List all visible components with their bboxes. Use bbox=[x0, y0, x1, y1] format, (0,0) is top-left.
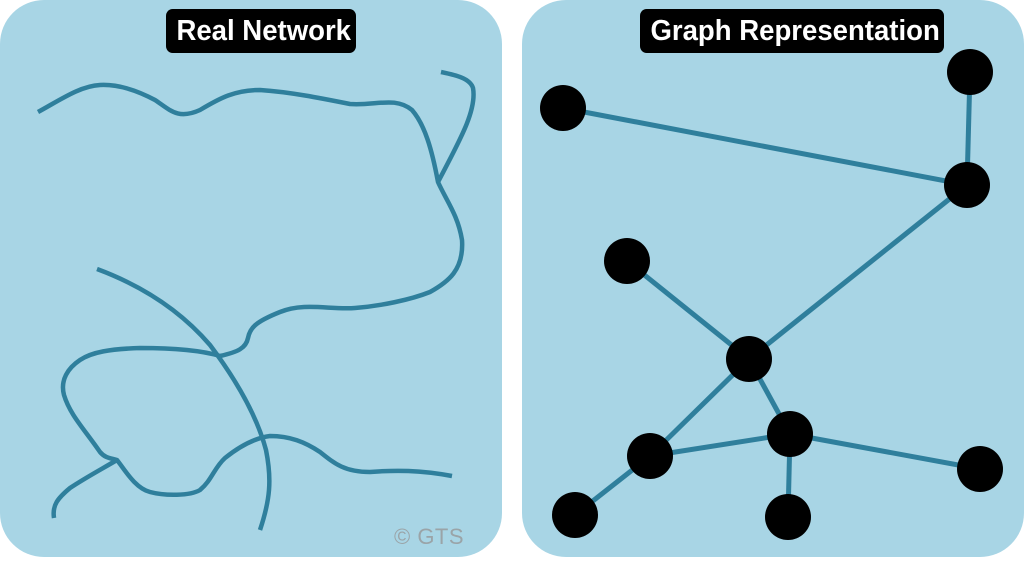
graph-node bbox=[947, 49, 993, 95]
graph-edges bbox=[562, 71, 981, 518]
graph-node bbox=[604, 238, 650, 284]
graph-node bbox=[944, 162, 990, 208]
graph-edge bbox=[562, 105, 968, 188]
road-diagonal bbox=[96, 266, 272, 531]
graph-node bbox=[957, 446, 1003, 492]
road-network-drawing bbox=[36, 69, 476, 531]
graph-node bbox=[726, 336, 772, 382]
graph-edge bbox=[649, 431, 791, 459]
graph-node bbox=[765, 494, 811, 540]
graph-node bbox=[552, 492, 598, 538]
graph-edge bbox=[625, 259, 751, 361]
graph-edge bbox=[789, 431, 981, 472]
road-top-right-branch bbox=[436, 69, 476, 184]
graph-node bbox=[540, 85, 586, 131]
graph-edge bbox=[648, 357, 751, 458]
graph-node bbox=[627, 433, 673, 479]
real-network-title: Real Network bbox=[166, 9, 356, 53]
graph-nodes bbox=[540, 49, 1003, 540]
graph-representation-title: Graph Representation bbox=[640, 9, 944, 53]
real-network-panel: Real Network © GTS bbox=[0, 0, 502, 557]
graph-edge bbox=[747, 183, 969, 361]
graph-node bbox=[767, 411, 813, 457]
copyright-label: © GTS bbox=[394, 524, 465, 549]
road-southwest bbox=[51, 458, 119, 519]
road-top bbox=[36, 82, 465, 359]
road-loop bbox=[60, 345, 453, 497]
